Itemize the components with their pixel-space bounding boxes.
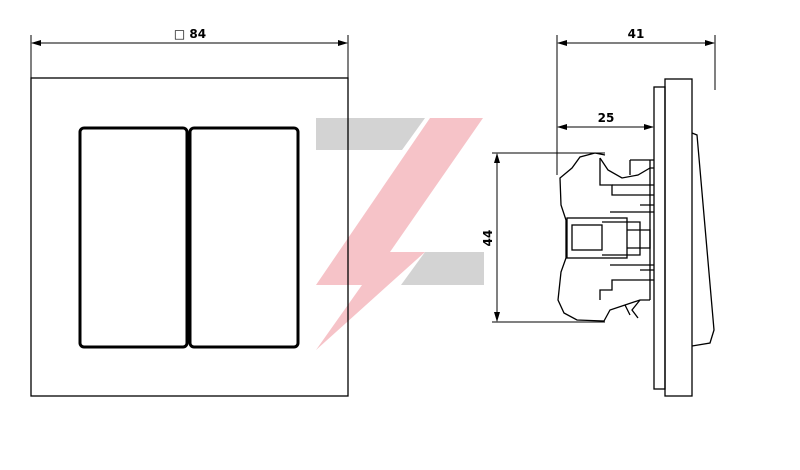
front-view: □ 84 bbox=[30, 27, 349, 397]
rocker-left bbox=[78, 126, 189, 349]
side-view: 41 25 44 bbox=[481, 27, 716, 397]
frame-outline bbox=[30, 77, 349, 397]
depth-mount-label: 25 bbox=[598, 111, 615, 125]
height-dimension-label: 44 bbox=[481, 230, 495, 247]
rocker-right bbox=[188, 126, 300, 349]
cover-frame bbox=[664, 78, 693, 397]
depth-total-label: 41 bbox=[628, 27, 645, 41]
mechanism-body bbox=[557, 152, 654, 322]
support-plate bbox=[653, 86, 666, 390]
watermark-bolt bbox=[316, 118, 483, 350]
width-dimension-label: □ 84 bbox=[174, 27, 206, 41]
rocker-profile bbox=[691, 132, 715, 347]
watermark-gray-bar-bottom bbox=[401, 252, 484, 285]
watermark-logo bbox=[316, 118, 484, 350]
watermark-gray-bar-top bbox=[316, 118, 425, 150]
